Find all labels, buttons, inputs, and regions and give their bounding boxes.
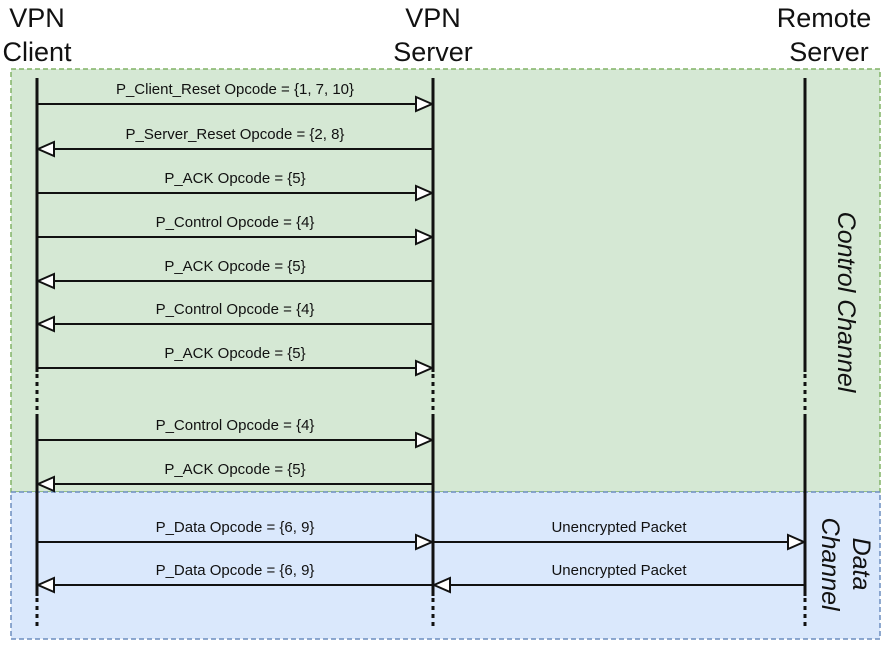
data-channel-label-line2: Channel	[816, 517, 844, 612]
data-channel-label-line1: Data	[847, 538, 875, 591]
messages-layer: P_Client_Reset Opcode = {1, 7, 10} P_Serv…	[35, 81, 807, 594]
message-label: P_Client_Reset Opcode = {1, 7, 10}	[116, 81, 354, 98]
message-label: Unencrypted Packet	[551, 519, 687, 536]
arrowhead	[787, 533, 807, 551]
arrowhead	[35, 576, 55, 594]
message-arrow: P_ACK Opcode = {5}	[35, 258, 433, 290]
actor-remote-line2: Server	[789, 37, 869, 67]
data-channel-region	[10, 491, 881, 640]
message-arrow: P_ACK Opcode = {5}	[37, 170, 435, 202]
actor-client-line1: VPN	[9, 3, 65, 33]
arrowhead	[415, 228, 435, 246]
message-arrow: P_Data Opcode = {6, 9}	[35, 562, 433, 594]
message-arrow: P_Client_Reset Opcode = {1, 7, 10}	[37, 81, 435, 113]
arrowhead	[35, 475, 55, 493]
actor-server-line2: Server	[393, 37, 473, 67]
arrowhead	[415, 184, 435, 202]
message-arrow: P_Control Opcode = {4}	[35, 301, 433, 333]
actor-client-line2: Client	[2, 37, 72, 67]
message-label: P_Data Opcode = {6, 9}	[156, 562, 315, 579]
message-arrow: Unencrypted Packet	[431, 562, 805, 594]
message-label: P_Data Opcode = {6, 9}	[156, 519, 315, 536]
message-arrow: P_Control Opcode = {4}	[37, 214, 435, 246]
arrowhead	[35, 140, 55, 158]
message-label: P_ACK Opcode = {5}	[164, 461, 305, 478]
message-label: P_ACK Opcode = {5}	[164, 258, 305, 275]
message-label: P_ACK Opcode = {5}	[164, 170, 305, 187]
control-channel-label: Control Channel	[832, 212, 860, 394]
message-arrow: P_Data Opcode = {6, 9}	[37, 519, 435, 551]
message-label: Unencrypted Packet	[551, 562, 687, 579]
message-label: P_Control Opcode = {4}	[156, 301, 315, 318]
message-label: P_Control Opcode = {4}	[156, 214, 315, 231]
message-arrow: P_Server_Reset Opcode = {2, 8}	[35, 126, 433, 158]
message-label: P_ACK Opcode = {5}	[164, 345, 305, 362]
arrowhead	[35, 315, 55, 333]
actor-remote-line1: Remote	[777, 3, 872, 33]
arrowhead	[415, 95, 435, 113]
actor-server-line1: VPN	[405, 3, 461, 33]
message-label: P_Control Opcode = {4}	[156, 417, 315, 434]
message-arrow: P_ACK Opcode = {5}	[37, 345, 435, 377]
arrowhead	[35, 272, 55, 290]
arrowhead	[415, 533, 435, 551]
message-arrow: P_ACK Opcode = {5}	[35, 461, 433, 493]
message-arrow: P_Control Opcode = {4}	[37, 417, 435, 449]
arrowhead	[415, 431, 435, 449]
arrowhead	[415, 359, 435, 377]
message-arrow: Unencrypted Packet	[433, 519, 807, 551]
message-label: P_Server_Reset Opcode = {2, 8}	[126, 126, 345, 143]
arrowhead	[431, 576, 451, 594]
